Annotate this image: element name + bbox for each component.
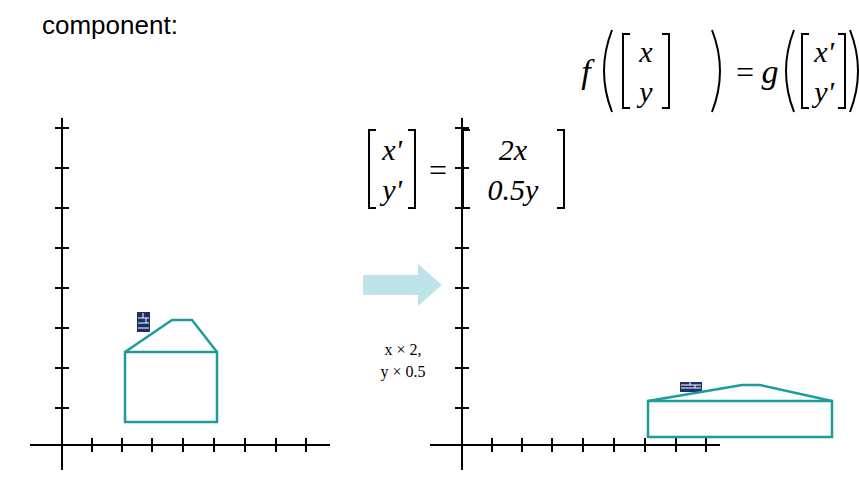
function-name: g [762, 55, 779, 89]
scale-label: x × 2, [384, 342, 421, 358]
equals-sign: = [429, 154, 447, 186]
scale-label: y × 0.5 [380, 364, 425, 380]
vector-entry: x' [382, 135, 402, 165]
vector-entry: 0.5y [488, 175, 539, 205]
math-brackets [369, 30, 858, 208]
function-name: f [581, 55, 590, 89]
house-scaled [648, 382, 832, 437]
heading-fragment: component: [42, 12, 178, 38]
vector-entry: x [639, 37, 652, 67]
equals-sign: = [736, 56, 754, 88]
right-axes [430, 118, 720, 470]
vector-entry: x' [814, 37, 834, 67]
vector-entry: 2x [499, 135, 527, 165]
house-original [125, 312, 217, 422]
transform-arrow [363, 264, 442, 306]
vector-entry: y' [382, 175, 402, 205]
left-axes [30, 118, 330, 470]
vector-entry: y' [814, 77, 834, 107]
vector-entry: y [639, 77, 652, 107]
